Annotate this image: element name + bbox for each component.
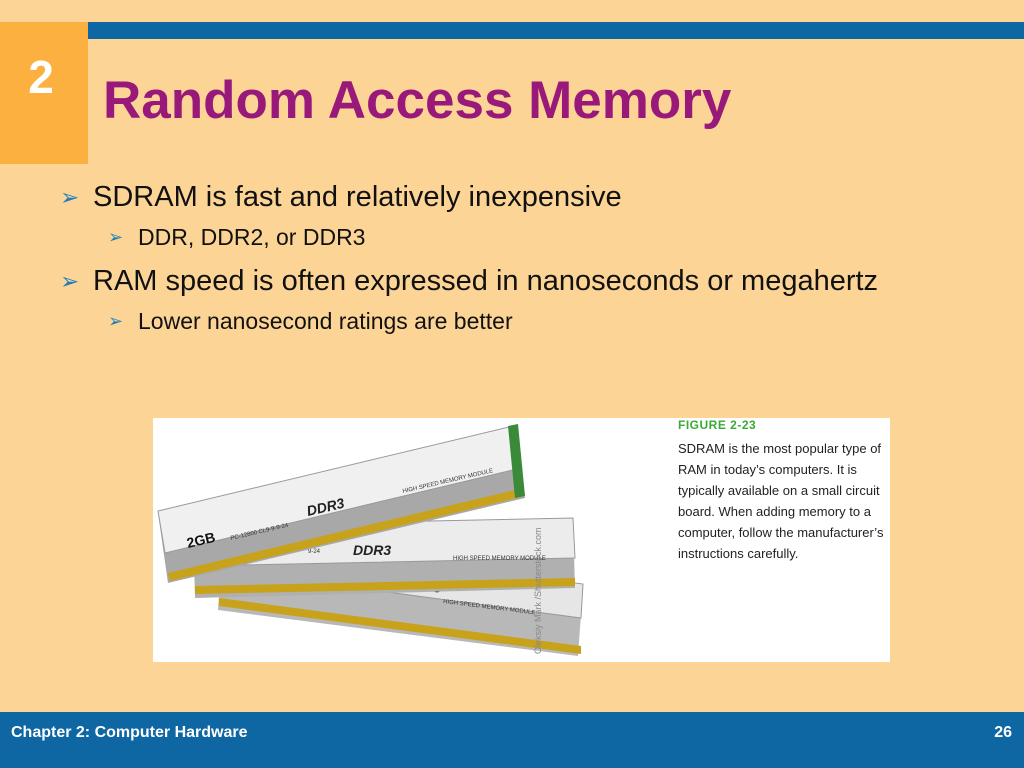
header-bar: [88, 22, 1024, 39]
chapter-number-tab: 2: [0, 22, 88, 164]
module-capacity-label: 2GB: [185, 529, 217, 551]
arrow-bullet-icon: ➢: [60, 268, 80, 294]
figure-caption: SDRAM is the most popular type of RAM in…: [678, 441, 884, 561]
arrow-bullet-icon: ➢: [60, 184, 80, 210]
bullet-list: ➢ SDRAM is fast and relatively inexpensi…: [60, 178, 940, 346]
photo-credit: Oleksiy Mark /Shutterstock.com: [533, 527, 543, 654]
module-brand-label: DDR3: [353, 542, 391, 558]
chapter-number: 2: [28, 51, 54, 103]
figure-label: FIGURE 2-23: [678, 418, 757, 432]
sub-bullet-text: Lower nanosecond ratings are better: [138, 308, 513, 334]
bullet-text: RAM speed is often expressed in nanoseco…: [93, 265, 879, 297]
ram-module-top: 2GB PC-12800 CL9-9-9-24 DDR3 HIGH SPEED …: [157, 424, 525, 583]
slide-title: Random Access Memory: [103, 71, 732, 130]
arrow-bullet-icon: ➢: [108, 311, 124, 331]
sub-bullet-text: DDR, DDR2, or DDR3: [138, 224, 366, 250]
footer-bar: Chapter 2: Computer Hardware 26: [0, 712, 1024, 768]
bullet-item: ➢ RAM speed is often expressed in nanose…: [60, 262, 940, 301]
bullet-text: SDRAM is fast and relatively inexpensive: [93, 181, 622, 213]
sub-bullet-item: ➢ Lower nanosecond ratings are better: [60, 304, 940, 338]
arrow-bullet-icon: ➢: [108, 227, 124, 247]
module-spec-label: 9-24: [308, 549, 321, 555]
sub-bullet-item: ➢ DDR, DDR2, or DDR3: [60, 220, 940, 254]
ram-figure: DDR3 HIGH SPEED MEMORY MODULE DDR3 HIGH …: [153, 418, 890, 662]
page-number: 26: [994, 724, 1012, 741]
module-desc-label: HIGH SPEED MEMORY MODULE: [453, 556, 546, 562]
ram-modules-image: DDR3 HIGH SPEED MEMORY MODULE DDR3 HIGH …: [157, 424, 584, 656]
footer-chapter-title: Chapter 2: Computer Hardware: [11, 724, 248, 741]
bullet-item: ➢ SDRAM is fast and relatively inexpensi…: [60, 178, 940, 217]
